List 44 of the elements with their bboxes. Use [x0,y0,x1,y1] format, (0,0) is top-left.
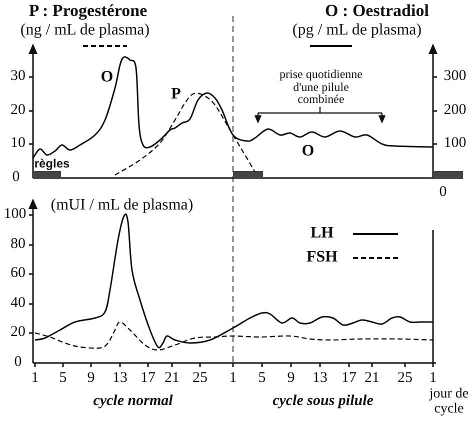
tick-label: 17 [140,371,156,387]
tick-label: 40 [10,296,26,312]
tick-label: 10 [10,136,26,152]
axis-title: O : Oestradiol [325,2,429,20]
unit-label: (mUI / mL de plasma) [50,198,194,214]
tick-label: 0 [12,170,20,186]
tick-label: 20 [10,325,26,341]
tick-label: 25 [398,371,412,387]
tick-label: 9 [287,371,295,387]
tick-label: 5 [258,371,266,387]
tick-label: 21 [364,371,380,387]
tick-label: 0 [14,355,22,371]
axis-label: jour de cycle [428,387,470,417]
axis-title: P : Progestérone [28,2,148,20]
unit-label: (ng / mL de plasma) [20,22,150,40]
tick-label: 13 [312,371,328,387]
curve-label: O [100,70,114,86]
tick-label: 20 [10,103,26,119]
tick-label: 80 [10,237,26,253]
curve-label: O [302,144,314,160]
legend-label: FSH [306,250,338,266]
section-label: cycle sous pilule [272,394,374,410]
tick-label: 5 [59,371,67,387]
tick-label: 1 [429,371,437,387]
tick-label: 30 [10,69,26,85]
tick-label: 60 [10,266,26,282]
tick-label: 17 [342,371,356,387]
tick-label: 100 [4,207,26,223]
tick-label: 1 [229,371,237,387]
unit-label: (pg / mL de plasma) [292,22,422,40]
tick-label: 200 [444,103,466,119]
tick-label: 0 [439,185,447,201]
annotation-text: prise quotidienne d'une pilule combinée [278,68,364,106]
tick-label: 300 [444,69,466,85]
tick-label: 1 [31,371,39,387]
section-label: cycle normal [93,394,173,410]
legend-label: LH [310,226,334,242]
tick-label: 13 [112,371,128,387]
tick-label: 21 [164,371,180,387]
period-label: règles [34,158,70,170]
tick-label: 100 [444,136,466,152]
curve-label: P [171,86,181,104]
tick-label: 25 [192,371,208,387]
tick-label: 9 [87,371,95,387]
